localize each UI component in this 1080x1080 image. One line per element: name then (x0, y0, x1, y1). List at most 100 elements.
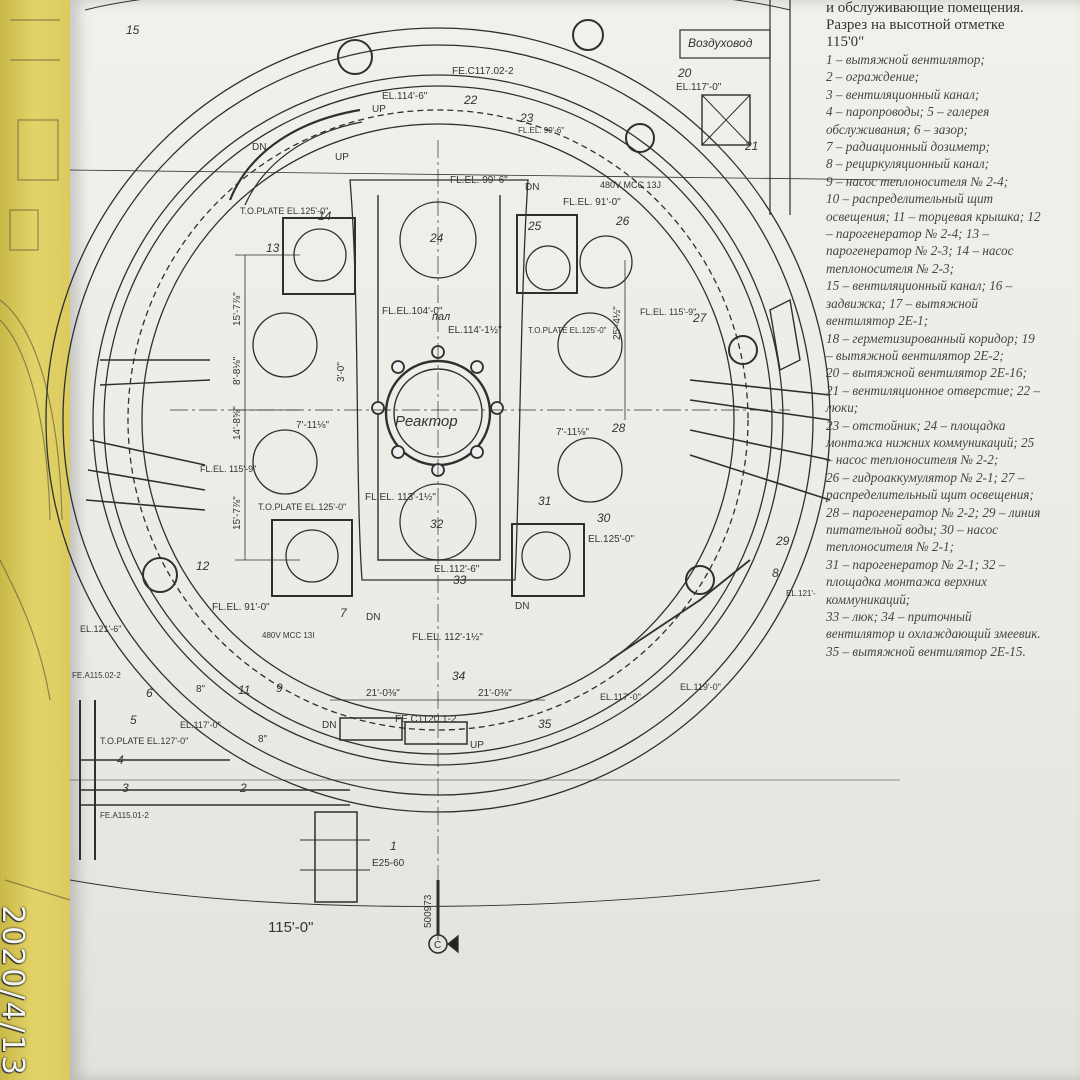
ann-mcc: 480V MCC 13J (600, 180, 661, 190)
section-mark-letter: C (434, 940, 441, 951)
grid-line (69, 169, 901, 181)
central-shaft-outline (349, 179, 529, 581)
ann-el-114: EL.114'-1½" (448, 325, 502, 336)
callout-23: 23 (519, 111, 534, 125)
reactor-nozzle (391, 360, 405, 374)
pump-2-2-cell (516, 214, 578, 294)
steam-generator-2-2 (557, 312, 623, 378)
callout-35: 35 (538, 717, 552, 731)
ann-el-top: EL.114'-6" (382, 91, 428, 102)
callout-30: 30 (597, 511, 611, 525)
ann-fl-91b: FL.EL. 91'-0" (212, 602, 270, 613)
legend-item: 20 – вытяжной вентилятор 2Е-16; 21 – вен… (826, 365, 1040, 416)
callout-32: 32 (430, 517, 444, 531)
ann-fl-104: FL.EL.104'-0" (382, 306, 443, 317)
containment-ring-5 (127, 109, 749, 731)
legend-item: 26 – гидроаккумулятор № 2-1; 27 – распре… (826, 469, 1041, 555)
pump-2-2 (525, 245, 571, 291)
callout-29: 29 (775, 534, 790, 548)
reactor-label: Реактор (395, 413, 458, 430)
exhaust-fan-1-housing (314, 811, 358, 903)
callout-5: 5 (130, 713, 137, 727)
steam-generator-2-3 (252, 312, 318, 378)
steam-lines-bottom (80, 759, 350, 806)
ann-fl-112: FL.EL. 112'-1½" (412, 632, 483, 643)
legend-caption: и обслуживающие помещения. Разрез на выс… (826, 0, 1024, 50)
dim-e25-60: E25-60 (372, 858, 405, 869)
ann-el-23: FL.EL. 99'-6" (518, 126, 564, 135)
fan-20 (625, 123, 655, 153)
radial-pipes-left (85, 439, 206, 511)
photo-date-stamp: 2020/4/13 (0, 905, 30, 1077)
ann-fl-91: FL.EL. 91'-0" (563, 197, 621, 208)
callout-4: 4 (117, 753, 124, 767)
ann-dn-3: DN (366, 612, 380, 623)
ann-el-119: EL.119'-0" (680, 682, 721, 692)
dim-8a: 8" (196, 684, 206, 695)
vertical-duct-right (769, 0, 791, 215)
ann-dn-4: DN (322, 720, 336, 731)
reactor-nozzle (490, 401, 504, 415)
callout-7: 7 (340, 606, 348, 620)
stair-top-left (228, 108, 361, 201)
dim-8b: 8" (258, 734, 268, 745)
dim-14-8: 14'-8⅝" (232, 406, 243, 440)
fan-circle (685, 565, 715, 595)
legend-item: 3 – вентиляционный канал; (826, 86, 980, 102)
dim-7-11: 7'-11⅛" (296, 420, 330, 431)
dim-25-4: 25'-4½" (612, 306, 623, 340)
ann-dn-5: DN (515, 601, 529, 612)
ann-dn-2: DN (525, 182, 539, 193)
callout-9: 9 (276, 681, 283, 695)
lighting-panel-27 (769, 298, 801, 372)
ann-to-plate-14: T.O.PLATE EL.125'-0" (240, 206, 328, 216)
ann-fe-120: FE.C1120.1-2 (395, 714, 457, 725)
ann-to-plate-127: T.O.PLATE EL.127'-0" (100, 736, 188, 746)
legend-item: 8 – рециркуляционный канал; (826, 156, 989, 172)
drawing-number: 500973 (423, 894, 434, 928)
dim-15-7b: 15'-7⅞" (232, 496, 243, 530)
section-mark-arrow (446, 934, 459, 954)
steam-generator-2-4 (252, 429, 318, 495)
ann-up-3: UP (470, 740, 484, 751)
stair-bottom-left (339, 717, 403, 741)
pal-label: пал (432, 311, 450, 323)
ann-el-125: EL.125'-0" (588, 534, 634, 545)
legend-item: 31 – парогенератор № 2-1; 32 – площадка … (826, 556, 1006, 607)
vent-opening-x (701, 94, 751, 146)
callout-26: 26 (615, 214, 630, 228)
ann-fl-113: FL.EL. 113'-1½" (365, 492, 436, 503)
ann-el-117c: EL.117'-0" (600, 692, 641, 702)
ann-to-plate-12: T.O.PLATE EL.125'-0" (258, 502, 346, 512)
top-arc-2 (84, 0, 791, 11)
callout-13: 13 (266, 241, 280, 255)
ann-fl-115: FL.EL. 115'-9" (640, 307, 696, 317)
reactor-vessel-inner (393, 368, 483, 458)
ann-el-20: EL.117'-0" (676, 82, 722, 93)
callout-28: 28 (611, 421, 626, 435)
dim-21a: 21'-0⅜" (366, 688, 400, 699)
callout-1: 1 (390, 839, 397, 853)
duct-label: Воздуховод (688, 36, 753, 50)
ann-up-1: UP (372, 104, 386, 115)
ann-up-2: UP (335, 152, 349, 163)
vent-opening-21 (701, 94, 751, 146)
dim-7-11b: 7'-11⅛" (556, 427, 590, 438)
ann-dn-1: DN (252, 142, 266, 153)
legend-text: и обслуживающие помещения. Разрез на выс… (826, 0, 1041, 660)
bottom-arc (69, 879, 821, 907)
ann-el-121b: EL.121'- (786, 589, 816, 598)
callout-22: 22 (463, 93, 478, 107)
callout-25: 25 (527, 219, 542, 233)
legend-item: 18 – герметизированный коридор; 19 – выт… (826, 330, 1035, 363)
fan-circle (728, 335, 758, 365)
callout-20: 20 (677, 66, 692, 80)
radial-pipes-right (689, 379, 831, 501)
legend-item: 2 – ограждение; (826, 69, 920, 85)
legend-item: 23 – отстойник; 24 – площадка монтажа ни… (826, 417, 1035, 468)
reactor-nozzle (371, 401, 385, 415)
pump-2-4-cell (271, 519, 353, 597)
pump-2-1 (521, 531, 571, 581)
dim-3: 3'-0" (336, 362, 347, 382)
reactor-nozzle (470, 445, 484, 459)
